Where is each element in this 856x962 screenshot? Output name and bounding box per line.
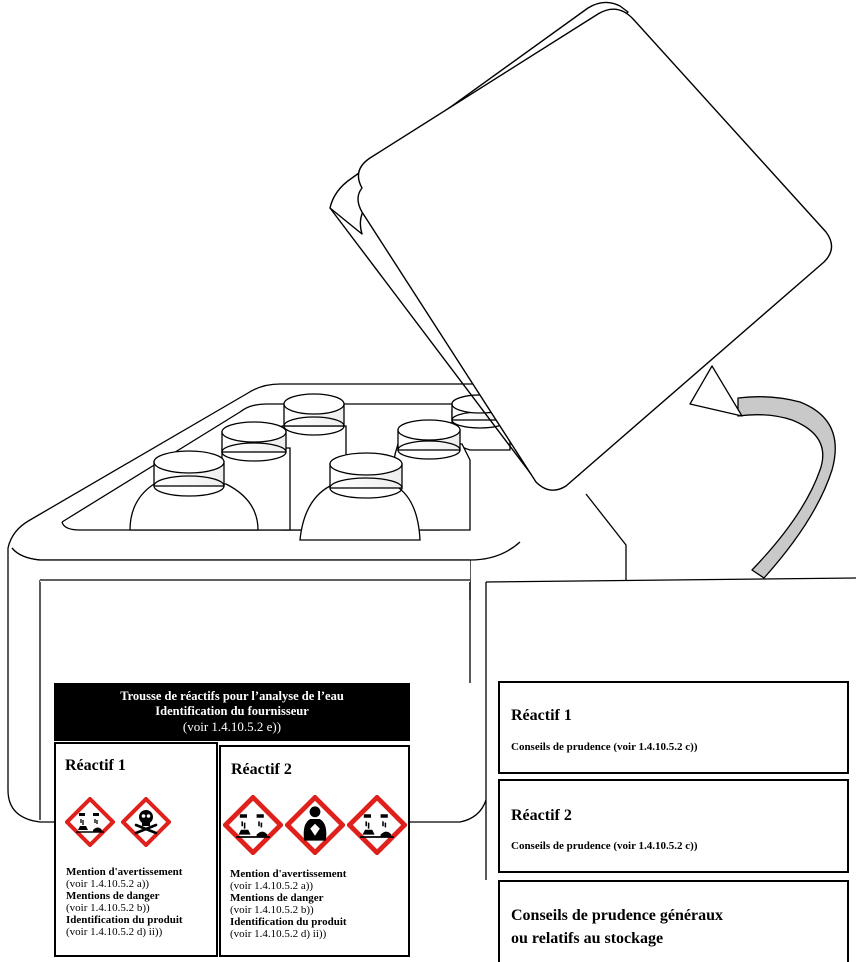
product-identifier-ref: (voir 1.4.10.5.2 d) ii)) bbox=[66, 926, 163, 938]
bottle bbox=[299, 452, 421, 541]
panel-subtitle: Conseils de prudence (voir 1.4.10.5.2 c)… bbox=[511, 741, 698, 753]
panel-title: Réactif 1 bbox=[511, 707, 572, 724]
signal-word-ref: (voir 1.4.10.5.2 a)) bbox=[230, 880, 314, 892]
reagent-2-pictograms bbox=[223, 795, 407, 855]
signal-word-ref: (voir 1.4.10.5.2 a)) bbox=[66, 878, 150, 890]
lid bbox=[329, 1, 833, 491]
corrosion-pictogram-icon bbox=[65, 797, 115, 847]
panel-subtitle: Conseils de prudence (voir 1.4.10.5.2 c)… bbox=[511, 840, 698, 852]
reagent-2-title: Réactif 2 bbox=[231, 761, 292, 778]
reagent-1-label: Réactif 1 Mention d'avertissement (voir … bbox=[54, 742, 218, 957]
product-identifier-label: Identification du produit bbox=[66, 914, 183, 926]
product-identifier-label: Identification du produit bbox=[230, 916, 347, 928]
reagent-2-label: Réactif 2 Mention d'avertissement (voir … bbox=[219, 745, 410, 957]
corrosion-pictogram-icon bbox=[223, 795, 283, 855]
signal-word-label: Mention d'avertissement bbox=[66, 866, 183, 878]
kit-header-banner: Trousse de réactifs pour l’analyse de l’… bbox=[54, 683, 410, 741]
skull-crossbones-pictogram-icon bbox=[121, 797, 171, 847]
reagent-1-title: Réactif 1 bbox=[65, 757, 126, 774]
hazard-statements-label: Mentions de danger bbox=[230, 892, 324, 904]
supplier-identification: Identification du fournisseur bbox=[155, 704, 309, 718]
signal-word-label: Mention d'avertissement bbox=[230, 868, 347, 880]
general-precautionary-panel: Conseils de prudence généraux ou relatif… bbox=[498, 880, 849, 962]
health-hazard-pictogram-icon bbox=[285, 795, 345, 855]
curved-arrow-icon bbox=[689, 365, 836, 579]
hazard-statements-ref: (voir 1.4.10.5.2 b)) bbox=[230, 904, 314, 916]
reagent-2-info: Mention d'avertissement (voir 1.4.10.5.2… bbox=[230, 868, 347, 940]
bottle bbox=[129, 450, 259, 531]
hazard-statements-label: Mentions de danger bbox=[66, 890, 160, 902]
reagent-2-precautionary-panel: Réactif 2 Conseils de prudence (voir 1.4… bbox=[498, 779, 849, 873]
corrosion-pictogram-icon bbox=[347, 795, 407, 855]
hazard-statements-ref: (voir 1.4.10.5.2 b)) bbox=[66, 902, 150, 914]
general-precautions-line-2: ou relatifs au stockage bbox=[511, 930, 664, 947]
general-precautions-text: Conseils de prudence généraux ou relatif… bbox=[511, 904, 723, 950]
general-precautions-line-1: Conseils de prudence généraux bbox=[511, 907, 723, 924]
reagent-1-info: Mention d'avertissement (voir 1.4.10.5.2… bbox=[66, 866, 183, 938]
kit-title: Trousse de réactifs pour l’analyse de l’… bbox=[120, 689, 344, 703]
panel-title: Réactif 2 bbox=[511, 807, 572, 824]
reagent-1-precautionary-panel: Réactif 1 Conseils de prudence (voir 1.4… bbox=[498, 681, 849, 774]
product-identifier-ref: (voir 1.4.10.5.2 d) ii)) bbox=[230, 928, 327, 940]
supplier-reference: (voir 1.4.10.5.2 e)) bbox=[182, 719, 282, 734]
reagent-1-pictograms bbox=[65, 797, 171, 847]
